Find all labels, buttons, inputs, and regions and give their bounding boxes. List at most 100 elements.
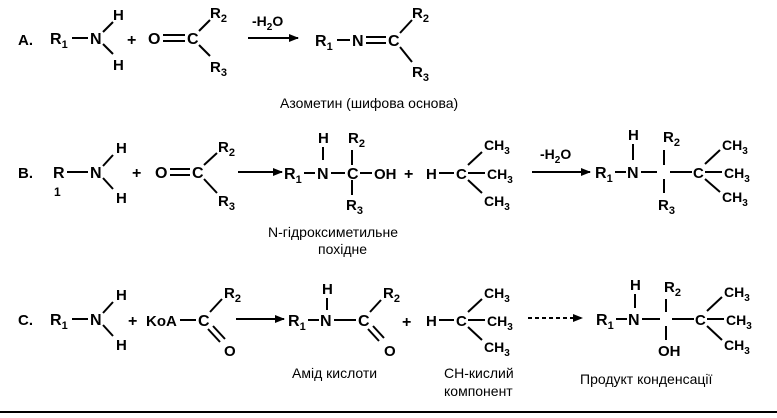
h-atom: H [318,130,329,147]
r-symbol: R [53,165,65,182]
h-atom: H [116,337,127,354]
plus-sign: + [402,314,411,331]
methyl-group: CH3 [724,337,750,357]
oh-group: OH [658,343,681,360]
r2-symbol: R2 [664,279,681,299]
c-atom: C [347,166,359,183]
h-atom: H [116,190,127,207]
amine-reagent: R1 N H H [50,287,127,354]
c-atom: C [456,313,467,330]
h-atom: H [116,140,127,157]
h-atom: H [628,127,639,144]
bond [467,326,483,341]
row-c: C. R1 N H H + KoA C R2 O H R1 [18,277,752,399]
r2-symbol: R2 [412,5,429,25]
h-atom: H [426,313,437,330]
r3-symbol: R3 [346,197,363,217]
methyl-group: CH3 [484,339,510,359]
r1-symbol: R1 [288,313,306,333]
bond [203,178,218,194]
condensation-product-b: H R1 N R2 R3 C CH3 CH3 CH3 [595,127,750,217]
r2-symbol: R2 [210,5,227,25]
bond [399,46,413,63]
h-atom: H [322,281,333,298]
caption-hydroxymethyl-line1: N-гідроксиметильне [268,224,398,240]
double-bond [212,325,226,340]
bond [467,151,483,166]
plus-sign: + [127,32,136,49]
o-atom: O [224,343,236,360]
methyl-group: CH3 [724,165,750,185]
plus-sign: + [132,165,141,182]
n-atom: N [627,165,639,182]
r2-symbol: R2 [348,130,365,150]
methyl-group: CH3 [487,166,513,186]
h-atom: H [113,7,124,24]
o-atom: O [148,31,160,48]
double-bond [372,325,385,339]
caption-ch-acid-line2: компонент [444,383,513,399]
bond [704,149,721,165]
ch-acid-component: H C CH3 CH3 CH3 [426,137,513,213]
acyl-coa-reagent: KoA C R2 O [146,285,241,360]
azomethine-product: R1 N C R2 R3 [315,5,429,84]
c-atom: C [192,165,204,182]
row-b: B. R 1 N H H + O C R2 R3 H R1 [18,127,750,257]
methyl-group: CH3 [724,284,750,304]
oh-group: OH [374,166,397,183]
c-atom: C [358,313,370,330]
row-label: C. [18,312,33,329]
plus-sign: + [404,166,413,183]
bond [198,19,211,32]
carbonyl-reagent: O C R2 R3 [148,5,227,79]
amine-reagent: R1 N H H [50,7,124,74]
row-label: A. [18,32,33,49]
methyl-group: CH3 [722,189,748,209]
n-atom: N [90,31,102,48]
plus-sign: + [128,313,137,330]
r3-symbol: R3 [658,197,675,217]
bond [102,21,114,33]
hydroxymethyl-intermediate: H R1 N R2 C OH R3 [284,130,397,217]
r2-symbol: R2 [224,285,241,305]
bond [467,298,483,313]
r2-symbol: R2 [218,139,235,159]
r2-symbol: R2 [383,285,400,305]
caption-hydroxymethyl-line2: похідне [318,241,367,257]
carbonyl-reagent: O C R2 R3 [155,139,235,213]
bond [203,152,218,166]
caption-condensation-product: Продукт конденсації [580,371,712,387]
bond [102,301,114,314]
arrow-label: -H2O [540,146,571,166]
n-atom: N [320,313,332,330]
caption-ch-acid-line1: CH-кислий [444,365,514,381]
bond [102,177,114,190]
bond [102,43,114,55]
r3-symbol: R3 [412,64,429,84]
condensation-product-c: H R1 N R2 OH C CH3 CH3 CH3 [596,277,752,360]
bond [706,296,723,312]
n-atom: N [90,165,102,182]
row-label: B. [18,165,33,182]
double-bond [367,328,380,342]
n-atom: N [90,312,102,329]
bond [467,179,483,194]
amide-product: H R1 N C R2 O [288,281,400,360]
c-atom: C [695,312,706,329]
r-symbol: R1 [50,31,68,51]
c-atom: C [187,31,199,48]
h-atom: H [113,57,124,74]
bond [102,324,114,337]
koa-group: KoA [146,313,177,330]
r-symbol: R1 [50,312,68,332]
methyl-group: CH3 [484,193,510,213]
bond [209,298,223,313]
o-atom: O [384,343,396,360]
ch-acid-component: H C CH3 CH3 CH3 [426,285,513,359]
c-atom: C [693,165,704,182]
bond [198,44,211,57]
h-atom: H [426,166,437,183]
n-atom: N [352,33,364,50]
arrow-label: -H2O [252,13,283,33]
